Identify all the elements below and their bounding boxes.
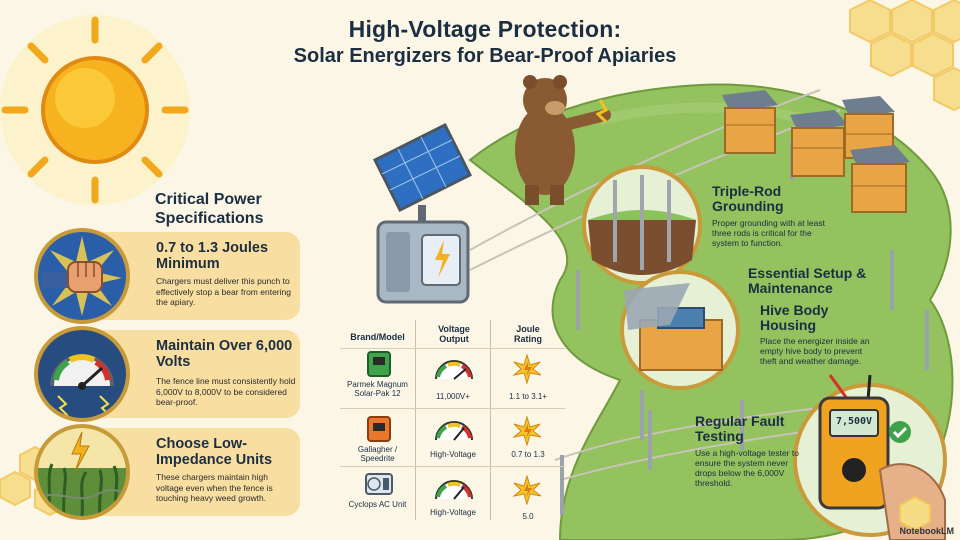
table-cell-joules: 0.7 to 1.3 [511,450,545,459]
spec-card-body: Chargers must deliver this punch to effe… [156,276,291,307]
bear-illustration [515,75,611,205]
hive-housing-illustration [620,270,740,390]
table-header-brand: Brand/Model [350,332,405,342]
table-cell-brand: Gallagher / Speedrite [357,445,398,463]
specs-heading: Critical Power Specifications [155,191,264,227]
fist-icon [34,228,130,324]
table-header-voltage: Voltage Output [438,324,470,344]
housing-title: Hive Body Housing [760,302,829,333]
energizer-product-icon [367,416,391,442]
tester-reading: 7,500V [835,416,873,427]
spec-card-title: Choose Low-Impedance Units [156,436,273,468]
spec-card-title: Maintain Over 6,000 Volts [156,338,293,370]
beehives-illustration [722,90,910,213]
spark-icon [512,354,542,384]
table-header-joules: Joule Rating [514,324,542,344]
energizer-product-icon [367,351,391,377]
grounding-body: Proper grounding with at least three rod… [712,218,825,248]
table-cell-voltage: 11,000V+ [436,392,470,401]
brand-watermark: NotebookLM [899,526,955,536]
table-cell-joules: 1.1 to 3.1+ [508,392,548,401]
housing-body: Place the energizer inside an empty hive… [760,336,870,366]
sun-icon [0,15,190,205]
honeycomb-decoration [0,0,960,517]
table-cell-voltage: High-Voltage [430,450,476,459]
gauge-icon [435,360,473,380]
title-line-1: High-Voltage Protection: [348,16,622,42]
table-cell-brand: Cyclops AC Unit [348,500,407,509]
spec-card-body: The fence line must consistently hold 6,… [156,376,296,407]
gauge-icon [435,480,473,500]
table-cell-brand: Parmek Magnum Solar-Pak 12 [347,380,408,398]
title-line-2: Solar Energizers for Bear-Proof Apiaries [293,45,677,67]
spec-card-title: 0.7 to 1.3 Joules Minimum [156,240,269,272]
spark-icon [512,475,542,505]
gauge-icon [435,421,473,441]
table-cell-voltage: High-Voltage [430,508,476,517]
testing-body: Use a high-voltage tester to ensure the … [695,448,799,488]
voltage-tester-illustration [793,374,947,540]
weeds-lightning-icon [34,424,130,520]
gauge-icon [34,326,130,422]
brand-comparison-table: Brand/Model Voltage Output Joule Rating … [340,320,570,525]
grounding-rods-illustration [582,165,702,285]
solar-energizer-illustration [372,122,473,304]
spec-card-body: These chargers maintain high voltage eve… [156,472,273,503]
testing-title: Regular Fault Testing [695,413,785,444]
spark-icon [512,416,542,446]
setup-heading: Essential Setup & Maintenance [748,265,867,296]
page-title: High-Voltage Protection: Solar Energizer… [250,16,720,68]
ac-unit-icon [365,473,393,495]
grounding-title: Triple-Rod Grounding [712,183,784,214]
table-cell-joules: 5.0 [522,512,534,521]
